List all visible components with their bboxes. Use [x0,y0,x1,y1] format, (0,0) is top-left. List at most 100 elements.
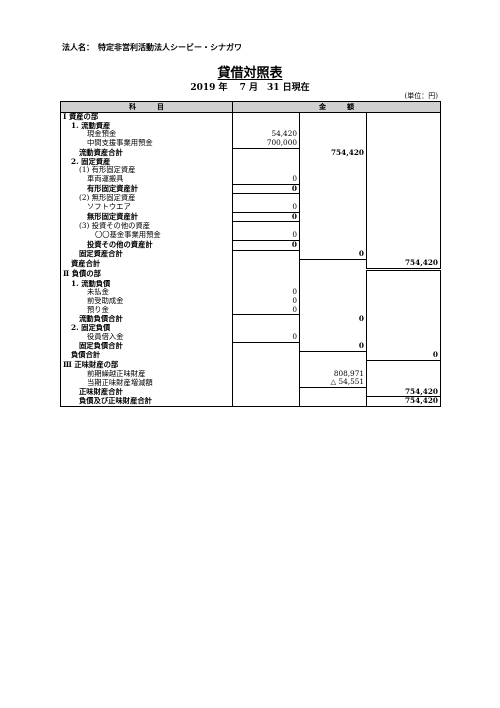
table-row: 固定負債合計 0 [60,342,441,352]
amount-cell [299,139,367,149]
amount-cell [232,396,300,407]
amount-cell [299,193,367,203]
table-row: 当期正味財産増減額△ 54,551 [60,378,441,389]
row-label: (1) 有形固定資産 [60,166,233,175]
row-label: 〇〇基金事業用預金 [60,231,233,241]
row-label: 正味財産合計 [60,387,233,397]
row-label: (3) 投資その他の資産 [60,221,233,232]
amount-cell: 0 [299,342,367,352]
amount-cell: 700,000 [232,139,300,149]
amount-cell [232,157,300,167]
amount-cell [232,369,300,379]
row-label: 流動負債合計 [60,314,233,325]
amount-cell [299,184,367,194]
amount-cell [299,332,367,342]
table-row: (1) 有形固定資産 [60,166,441,175]
amount-cell [299,387,367,397]
table-row: 負債及び正味財産合計 754,420 [60,396,441,407]
row-label: 車両運搬具 [60,174,233,185]
row-label: 1. 流動資産 [60,121,233,131]
amount-cell [299,240,367,250]
table-row: 流動資産合計 754,420 [60,148,441,158]
amount-cell [232,269,300,280]
amount-cell: 808,971 [299,369,367,379]
row-label: 預り金 [60,305,233,315]
row-label: Ⅱ 負債の部 [60,269,233,280]
amount-cell [299,324,367,333]
amount-cell [299,203,367,213]
amount-cell [299,231,367,241]
amount-cell [232,387,300,397]
amount-cell [366,184,441,194]
amount-cell: 0 [232,183,300,195]
table-row: 2. 固定資産 [60,157,441,167]
amount-cell [232,148,300,158]
table-row: 2. 固定負債 [60,324,441,333]
amount-cell: 754,420 [299,148,367,158]
amount-cell [232,378,300,388]
amount-cell [232,121,300,131]
amount-cell [299,121,367,131]
amount-cell [366,332,441,342]
amount-cell: 0 [232,239,300,251]
amount-cell [366,231,441,241]
amount-cell [299,221,367,232]
amount-cell [366,369,441,379]
amount-cell [299,396,367,407]
row-label: (2) 無形固定資産 [60,193,233,203]
page-title: 貸借対照表 [0,62,500,81]
row-label: 無形固定資産計 [60,212,233,222]
row-label: 流動資産合計 [60,148,233,158]
amount-cell [299,351,367,361]
amount-cell [299,212,367,222]
amount-cell [299,279,367,289]
amount-cell [366,360,441,370]
row-label: 有形固定資産計 [60,184,233,194]
row-label: 前期繰越正味財産 [60,369,233,379]
amount-cell [366,121,441,131]
amount-cell [366,221,441,232]
amount-cell [366,250,441,260]
organization-name: 法人名： 特定非営利活動法人シービー・シナガワ [62,43,242,52]
amount-cell: △ 54,551 [299,378,367,389]
amount-cell [299,157,367,167]
table-header-row: 科 目 金 額 [60,101,441,113]
amount-cell [232,342,300,352]
row-label: 1. 流動負債 [60,279,233,289]
amount-cell [299,360,367,370]
title-text: 貸借対照表 [217,66,283,81]
amount-cell: 754,420 [366,396,441,407]
row-label: 固定資産合計 [60,250,233,260]
row-label: 投資その他の資産計 [60,240,233,250]
amount-cell [366,324,441,333]
amount-cell [366,378,441,388]
amount-cell: 0 [232,231,300,241]
amount-cell [299,269,367,280]
row-label: 現金預金 [60,130,233,140]
row-label: Ⅲ 正味財産の部 [60,360,233,370]
row-label: 負債及び正味財産合計 [60,396,233,407]
amount-cell: 0 [232,203,300,213]
row-label: 資産合計 [60,259,233,270]
amount-cell [299,259,367,270]
row-label: ソフトウエア [60,203,233,213]
row-label: 中間支援事業用預金 [60,139,233,149]
amount-cell [299,174,367,185]
amount-cell [299,112,367,122]
row-label: 2. 固定資産 [60,157,233,167]
row-label: 固定負債合計 [60,342,233,352]
column-header-item: 科 目 [60,101,233,113]
amount-cell [366,130,441,140]
amount-cell: 54,420 [232,130,300,140]
amount-cell [232,351,300,361]
amount-cell [366,288,441,297]
